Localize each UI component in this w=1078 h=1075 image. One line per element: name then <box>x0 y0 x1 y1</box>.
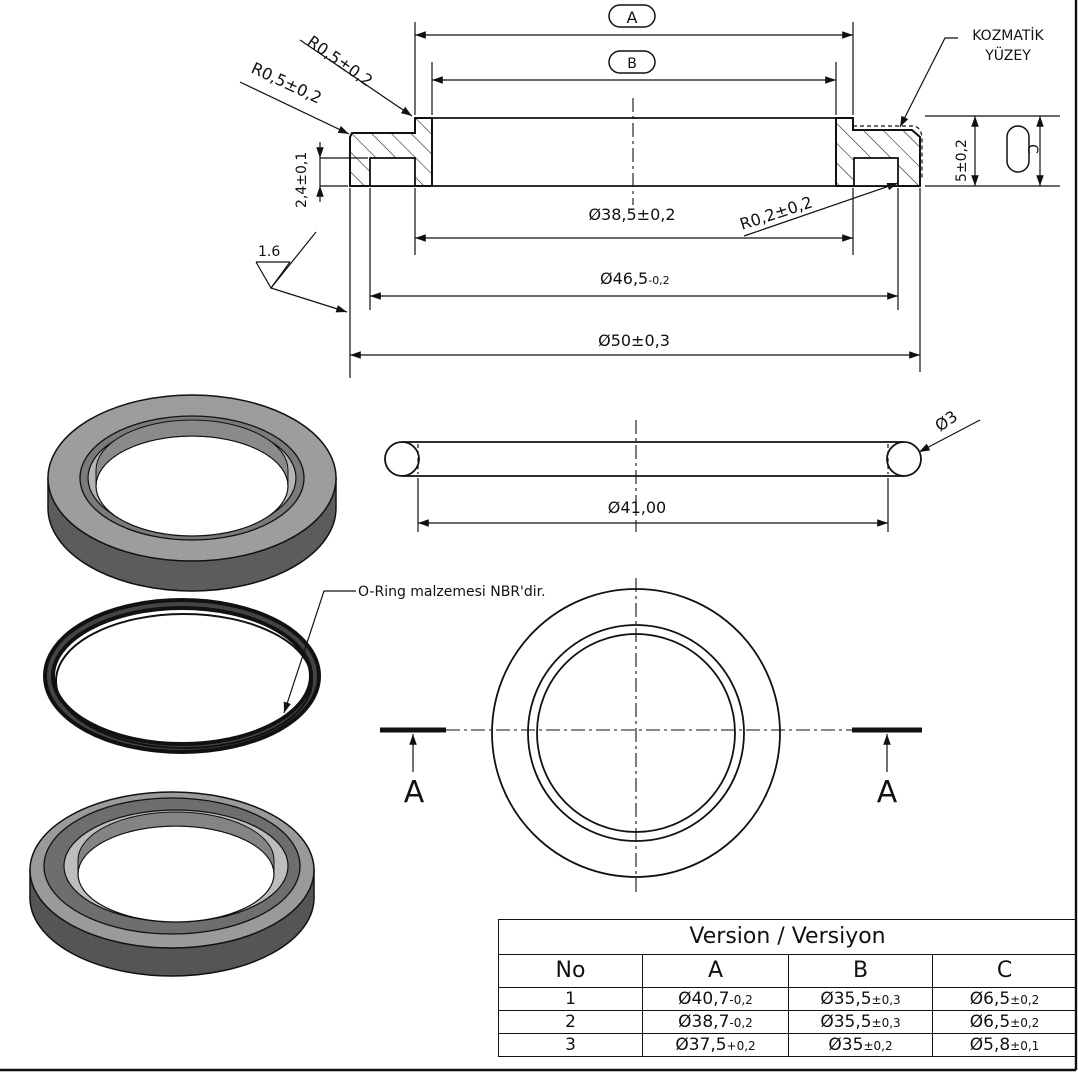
oring-isometric-view <box>43 598 321 754</box>
radius-side-label: R0,5±0,2 <box>248 58 324 107</box>
oring-id-label: Ø41,00 <box>608 498 666 517</box>
callout-a: A <box>627 8 638 27</box>
row-no: 3 <box>498 1033 643 1057</box>
row-b: Ø35,5±0,3 <box>788 1010 933 1034</box>
header-a: A <box>642 954 789 988</box>
material-note: O-Ring malzemesi NBR'dir. <box>283 584 546 714</box>
header-c: C <box>931 954 1078 988</box>
row-b: Ø35±0,2 <box>788 1033 933 1057</box>
row-no: 1 <box>498 987 643 1011</box>
row-no: 2 <box>498 1010 643 1034</box>
radius-top-label: R0,5±0,2 <box>304 32 377 91</box>
seal-isometric-view <box>47 394 337 592</box>
surface-roughness-symbol: 1.6 <box>255 231 348 313</box>
cosmetic-surface-line2: YÜZEY <box>984 46 1031 64</box>
version-table-title: Version / Versiyon <box>497 919 1078 955</box>
cosmetic-surface-line1: KOZMATİK <box>972 26 1044 44</box>
row-a: Ø40,7-0,2 <box>642 987 789 1011</box>
material-note-text: O-Ring malzemesi NBR'dir. <box>358 584 546 600</box>
callout-c: C <box>1024 144 1040 154</box>
section-label-left: A <box>404 775 425 810</box>
row-c: Ø5,8±0,1 <box>931 1033 1078 1057</box>
left-groove <box>369 157 416 187</box>
row-c: Ø6,5±0,2 <box>931 1010 1078 1034</box>
header-b: B <box>788 954 933 988</box>
row-c: Ø6,5±0,2 <box>931 987 1078 1011</box>
section-label-right: A <box>877 775 898 810</box>
table-row: 1 Ø40,7-0,2 Ø35,5±0,3 Ø6,5±0,2 <box>498 987 1078 1011</box>
table-row: 3 Ø37,5+0,2 Ø35±0,2 Ø5,8±0,1 <box>498 1033 1078 1057</box>
table-row: 2 Ø38,7-0,2 Ø35,5±0,3 Ø6,5±0,2 <box>498 1010 1078 1034</box>
section-view: A B Ø38,5±0,2 Ø46,5-0,2 Ø50±0,3 R0,2±0,2… <box>239 4 1060 378</box>
svg-text:1.6: 1.6 <box>258 244 280 260</box>
plan-view: A A <box>380 578 922 893</box>
row-b: Ø35,5±0,3 <box>788 987 933 1011</box>
row-a: Ø37,5+0,2 <box>642 1033 789 1057</box>
seal-underside-view <box>29 791 315 977</box>
header-no: No <box>498 954 643 988</box>
callout-b: B <box>627 56 637 72</box>
version-table: Version / Versiyon No A B C 1 Ø40,7-0,2 … <box>497 919 1078 1057</box>
row-a: Ø38,7-0,2 <box>642 1010 789 1034</box>
right-groove <box>853 157 899 187</box>
dia-groove-label: Ø46,5-0,2 <box>600 269 670 288</box>
height-total-label: 5±0,2 <box>954 139 970 182</box>
dia-outer-label: Ø50±0,3 <box>598 331 670 350</box>
radius-groove-label: R0,2±0,2 <box>737 192 815 233</box>
oring-cs-label: Ø3 <box>931 407 961 436</box>
height-small-label: 2,4±0,1 <box>294 152 310 208</box>
dia-inner-label: Ø38,5±0,2 <box>588 205 675 224</box>
oring-side-view: Ø41,00 Ø3 <box>384 407 981 532</box>
